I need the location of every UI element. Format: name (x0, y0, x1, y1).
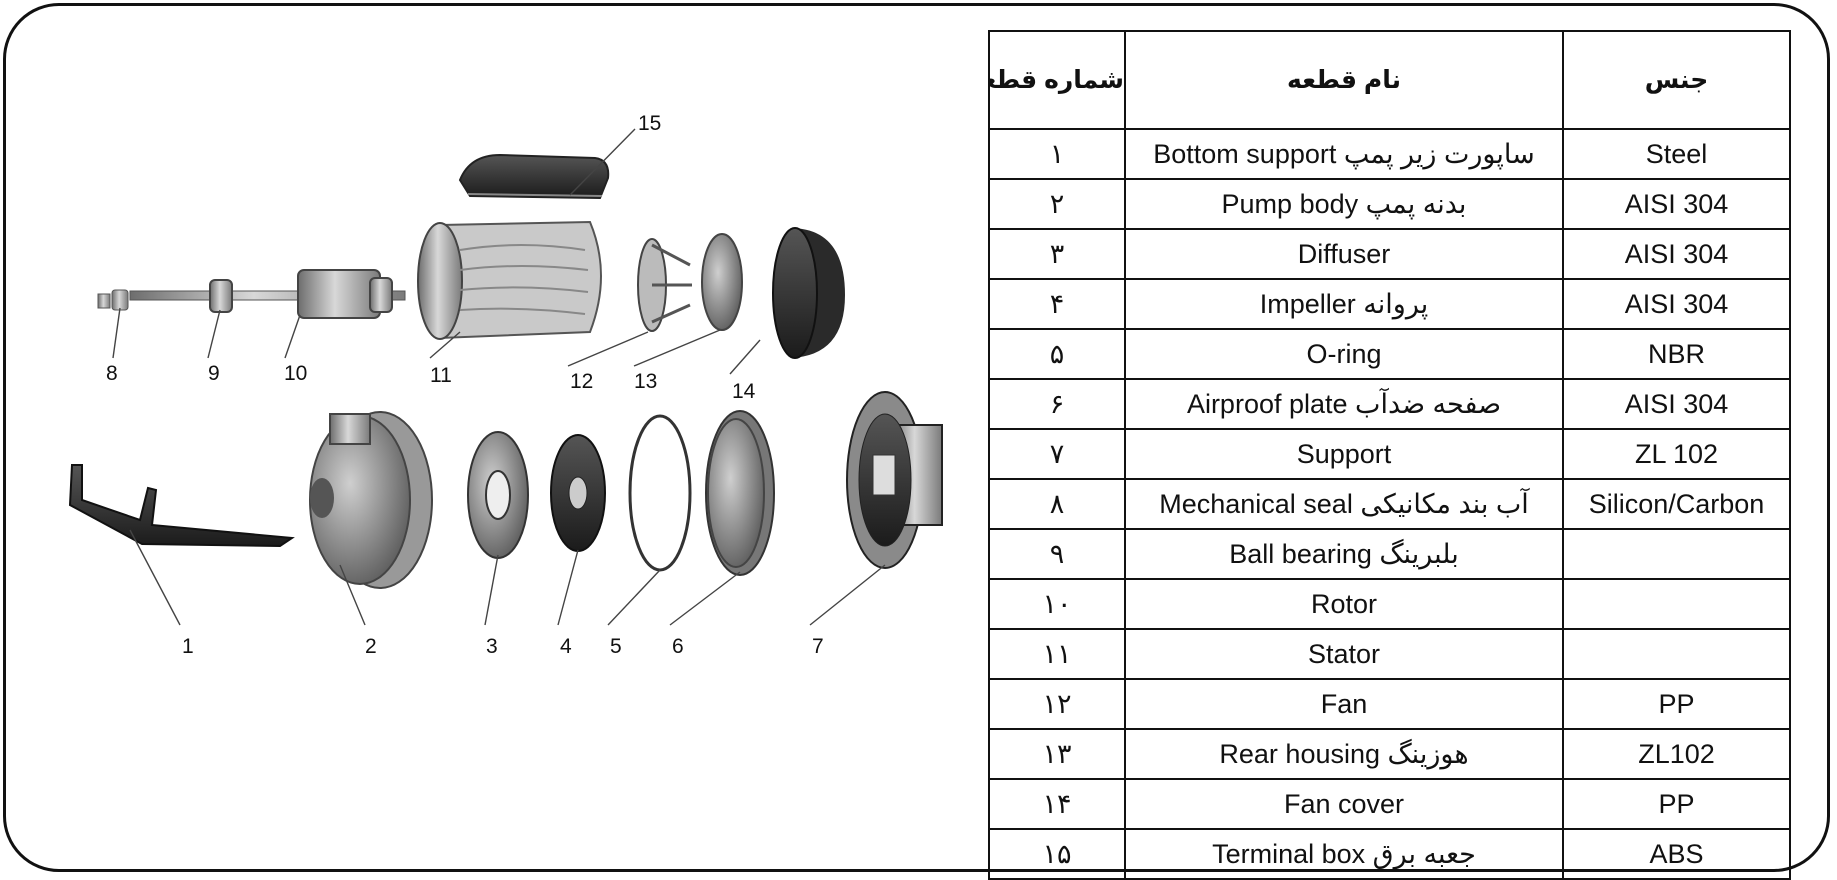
part-number: ۷ (988, 428, 1126, 480)
rounded-frame (3, 3, 1830, 872)
part-material: ZL 102 (1562, 428, 1791, 480)
part-material: Silicon/Carbon (1562, 478, 1791, 530)
part-material: AISI 304 (1562, 278, 1791, 330)
part-number: ۲ (988, 178, 1126, 230)
part-name: O-ring (1124, 328, 1564, 380)
part-material (1562, 578, 1791, 630)
header-part-name: نام قطعه (1124, 30, 1564, 130)
part-number: ۱۱ (988, 628, 1126, 680)
part-number: ۱۳ (988, 728, 1126, 780)
callout-6: 6 (672, 635, 684, 658)
part-material: AISI 304 (1562, 378, 1791, 430)
callout-5: 5 (610, 635, 622, 658)
fan-part (637, 238, 692, 332)
terminal-box-part (458, 153, 610, 200)
part-number: ۶ (988, 378, 1126, 430)
airproof-plate-part (705, 410, 775, 576)
part-material: AISI 304 (1562, 228, 1791, 280)
callout-12: 12 (570, 370, 593, 393)
pump-body-part (309, 411, 433, 589)
callout-2: 2 (365, 635, 377, 658)
mechanical-seal-part (97, 289, 129, 311)
part-name: Support (1124, 428, 1564, 480)
header-material: جنس (1562, 30, 1791, 130)
part-number: ۱ (988, 128, 1126, 180)
rear-housing-part (701, 233, 743, 331)
rotor-shaft-part (129, 269, 406, 319)
part-material: NBR (1562, 328, 1791, 380)
callout-4: 4 (560, 635, 572, 658)
header-part-number: شماره قطعه (988, 30, 1126, 130)
part-name: هوزینگ Rear housing (1124, 728, 1564, 780)
part-name: بدنه پمپ Pump body (1124, 178, 1564, 230)
diffuser-part (467, 431, 529, 559)
part-number: ۳ (988, 228, 1126, 280)
callout-3: 3 (486, 635, 498, 658)
part-number: ۵ (988, 328, 1126, 380)
callout-11: 11 (430, 364, 452, 387)
support-part (846, 391, 943, 569)
part-material: ZL102 (1562, 728, 1791, 780)
callout-labels: 1 2 3 4 5 6 7 8 9 10 11 12 13 14 15 (106, 112, 824, 658)
part-name: ساپورت زیر پمپ Bottom support (1124, 128, 1564, 180)
callout-10: 10 (284, 362, 307, 385)
part-number: ۱۰ (988, 578, 1126, 630)
part-name: بلبرینگ Ball bearing (1124, 528, 1564, 580)
callout-14: 14 (732, 380, 756, 403)
callout-13: 13 (634, 370, 657, 393)
bottom-support-part (68, 464, 295, 548)
part-number: ۴ (988, 278, 1126, 330)
impeller-part (550, 434, 606, 552)
leader-lines (112, 128, 886, 626)
part-name: پروانه Impeller (1124, 278, 1564, 330)
part-material: AISI 304 (1562, 178, 1791, 230)
table-header-row: شماره قطعه نام قطعه جنس (988, 30, 1791, 130)
part-number: ۹ (988, 528, 1126, 580)
part-number: ۸ (988, 478, 1126, 530)
callout-1: 1 (182, 635, 194, 658)
stator-part (417, 220, 602, 340)
part-name: جعبه برق Terminal box (1124, 828, 1564, 880)
part-material (1562, 528, 1791, 580)
part-name: Rotor (1124, 578, 1564, 630)
fan-cover-part (772, 227, 845, 359)
part-number: ۱۴ (988, 778, 1126, 830)
part-material: Steel (1562, 128, 1791, 180)
part-name: Stator (1124, 628, 1564, 680)
part-name: آب بند مکانیکی Mechanical seal (1124, 478, 1564, 530)
part-number: ۱۲ (988, 678, 1126, 730)
part-material (1562, 628, 1791, 680)
callout-9: 9 (208, 362, 220, 385)
exploded-pump-diagram: 1 2 3 4 5 6 7 8 9 10 11 12 13 14 15 (68, 112, 943, 658)
part-name: Diffuser (1124, 228, 1564, 280)
callout-7: 7 (812, 635, 824, 658)
callout-8: 8 (106, 362, 118, 385)
part-material: PP (1562, 678, 1791, 730)
callout-15: 15 (638, 112, 661, 135)
o-ring-part (628, 414, 692, 572)
part-material: PP (1562, 778, 1791, 830)
part-name: Fan cover (1124, 778, 1564, 830)
part-name: صفحه ضدآب Airproof plate (1124, 378, 1564, 430)
part-number: ۱۵ (988, 828, 1126, 880)
part-name: Fan (1124, 678, 1564, 730)
part-material: ABS (1562, 828, 1791, 880)
